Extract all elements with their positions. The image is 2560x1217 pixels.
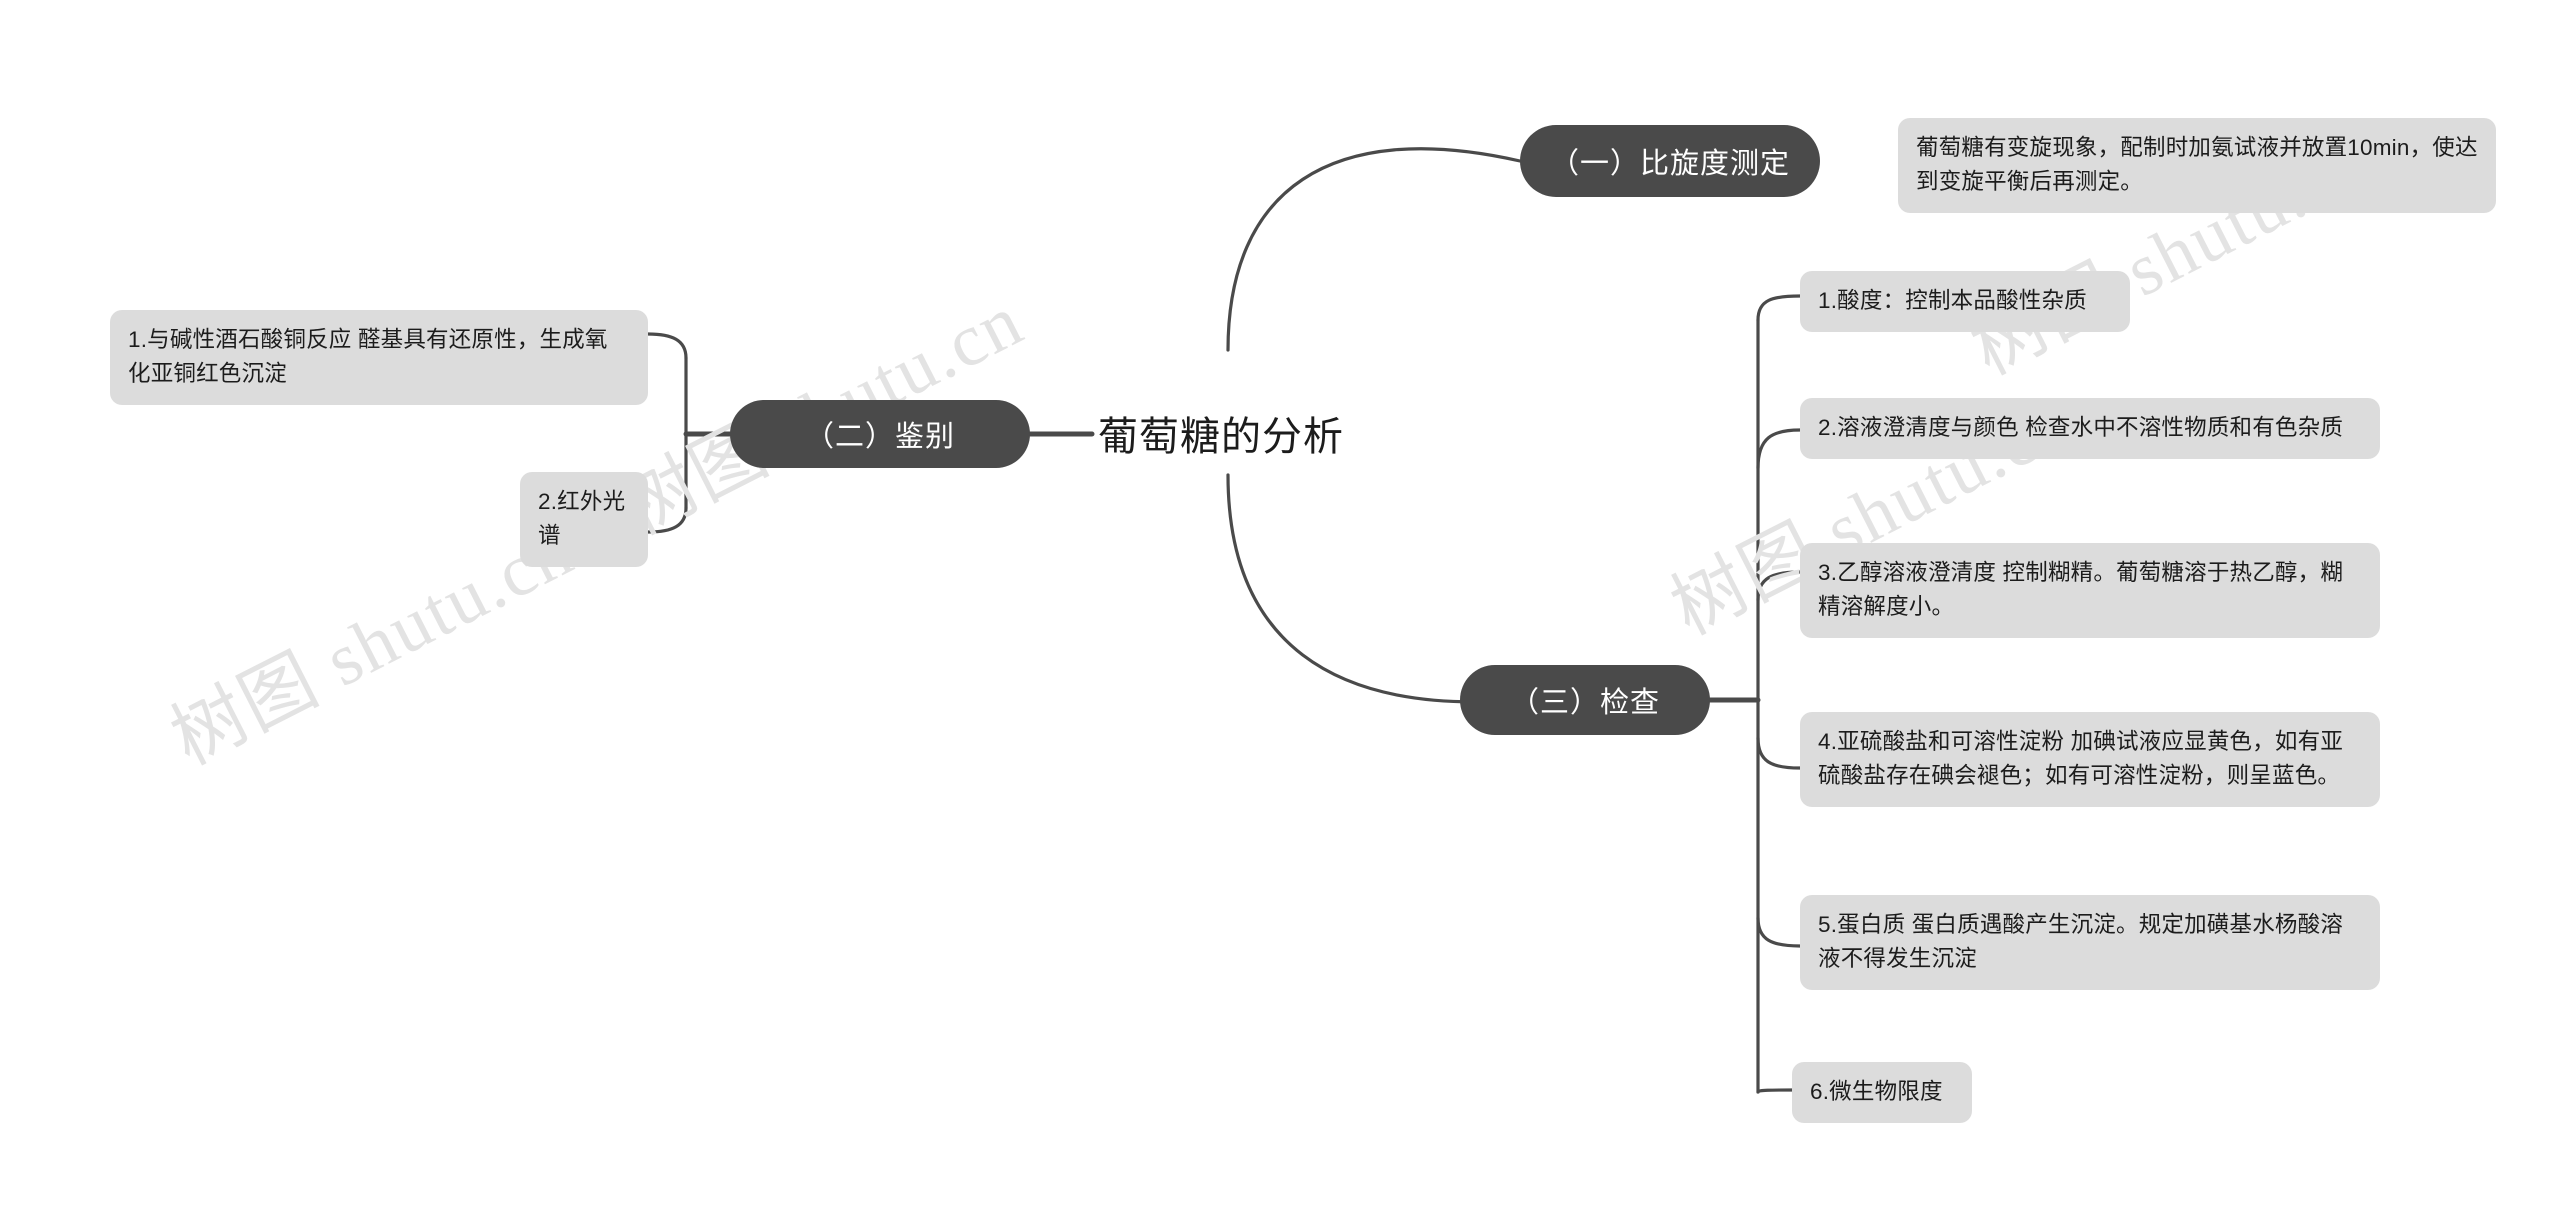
leaf-node-b2-c2[interactable]: 2.红外光谱	[520, 472, 648, 568]
leaf-node-b3-c4[interactable]: 4.亚硫酸盐和可溶性淀粉 加碘试液应显黄色，如有亚硫酸盐存在碘会褪色；如有可溶性…	[1800, 712, 2380, 808]
leaf-node-b3-c5[interactable]: 5.蛋白质 蛋白质遇酸产生沉淀。规定加磺基水杨酸溶液不得发生沉淀	[1800, 895, 2380, 991]
edge-branch3-to-child1	[1756, 294, 1802, 322]
edge-root-to-branch3	[1226, 473, 1522, 704]
edge-branch2-to-child2	[646, 506, 688, 534]
leaf-node-b2-c1[interactable]: 1.与碱性酒石酸铜反应 醛基具有还原性，生成氧化亚铜红色沉淀	[110, 310, 648, 406]
edge-branch3-to-child4	[1756, 736, 1802, 770]
leaf-node-b3-c2[interactable]: 2.溶液澄清度与颜色 检查水中不溶性物质和有色杂质	[1800, 398, 2380, 460]
leaf-node-b3-c1[interactable]: 1.酸度：控制本品酸性杂质	[1800, 271, 2130, 333]
edge-branch3-to-child2	[1756, 428, 1802, 470]
leaf-node-b1-c1[interactable]: 葡萄糖有变旋现象，配制时加氨试液并放置10min，使达到变旋平衡后再测定。	[1898, 118, 2496, 214]
leaf-node-b3-c3[interactable]: 3.乙醇溶液澄清度 控制糊精。葡萄糖溶于热乙醇，糊精溶解度小。	[1800, 543, 2380, 639]
edge-branch3-to-child6	[1756, 1088, 1794, 1094]
edge-root-to-branch1	[1226, 147, 1522, 352]
branch-node-3[interactable]: （三）检查	[1460, 665, 1710, 735]
root-node[interactable]: 葡萄糖的分析	[1098, 415, 1344, 459]
edge-branch3-to-child5	[1756, 916, 1802, 948]
edge-branch3-to-child3	[1756, 570, 1802, 602]
leaf-node-b3-c6[interactable]: 6.微生物限度	[1792, 1062, 1972, 1124]
edge-branch2-to-child1	[646, 332, 688, 360]
branch-node-2-pill[interactable]: （二）鉴别	[730, 400, 1030, 468]
branch-node-1[interactable]: （一）比旋度测定	[1520, 125, 1820, 197]
